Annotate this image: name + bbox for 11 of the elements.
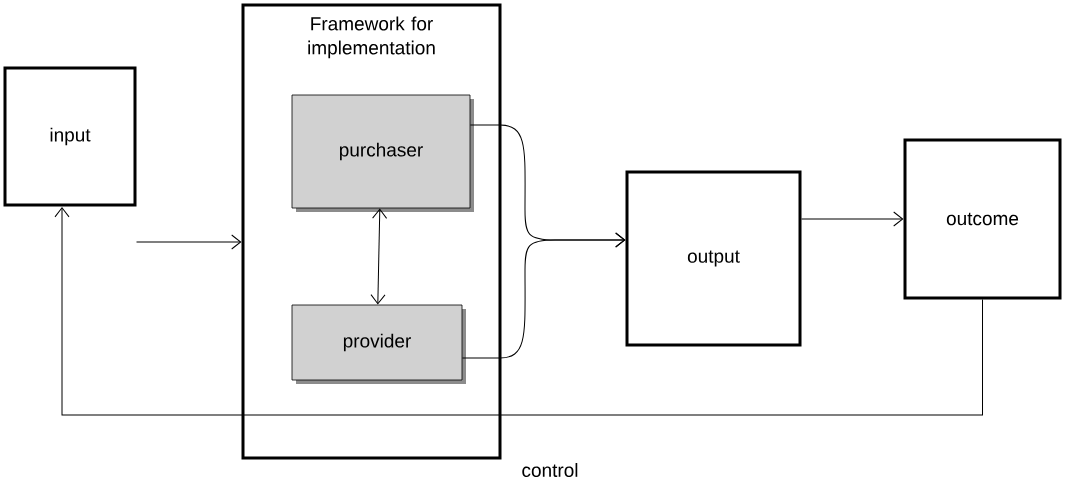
feedback-arrow	[54, 207, 983, 416]
role-box: provider	[291, 304, 466, 384]
edge-label: control	[519, 461, 581, 479]
role-box: purchaser	[291, 94, 474, 212]
process-box: outcome	[903, 138, 1062, 300]
process-box: input	[3, 66, 137, 207]
merge-arrow	[461, 232, 626, 359]
double-arrow	[370, 208, 388, 305]
arrow	[801, 211, 904, 227]
arrow	[136, 234, 242, 250]
process-box: output	[625, 170, 802, 347]
